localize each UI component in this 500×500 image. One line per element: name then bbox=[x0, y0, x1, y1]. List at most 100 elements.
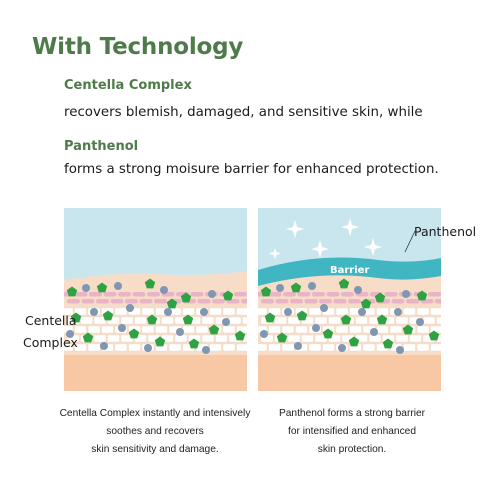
skin-cell bbox=[87, 325, 101, 334]
skin-cell bbox=[195, 325, 209, 334]
skin-cell bbox=[326, 292, 340, 297]
skin-cell bbox=[228, 316, 242, 325]
skin-cell bbox=[319, 299, 332, 304]
centella-particle-icon bbox=[338, 278, 350, 289]
skin-cell bbox=[234, 292, 247, 297]
skin-cell bbox=[287, 316, 301, 325]
skin-cell bbox=[416, 325, 430, 334]
skin-cell bbox=[275, 299, 289, 304]
skin-cell bbox=[147, 292, 160, 297]
skin-cell bbox=[314, 316, 328, 325]
skin-cell bbox=[201, 316, 215, 325]
skin-illustration bbox=[64, 208, 247, 391]
skin-cell bbox=[395, 334, 409, 343]
centella-particle-icon bbox=[82, 332, 94, 343]
barrier-label: Barrier bbox=[330, 265, 369, 276]
skin-cell bbox=[384, 292, 398, 297]
skin-cell bbox=[242, 316, 247, 325]
centella-particle-icon bbox=[296, 310, 308, 321]
panthenol-particle-icon bbox=[126, 304, 134, 312]
caption-line: Centella Complex instantly and intensive… bbox=[59, 408, 251, 419]
skin-cell bbox=[96, 299, 109, 304]
centella-particle-icon bbox=[382, 338, 394, 349]
caption-line: for intensified and enhanced bbox=[287, 426, 416, 437]
skin-cell bbox=[168, 343, 182, 352]
centella-particle-icon bbox=[146, 314, 158, 325]
panthenol-particle-icon bbox=[100, 342, 108, 350]
sparkle-icons bbox=[269, 218, 382, 259]
skin-diagram-centella bbox=[64, 208, 247, 391]
sparkle-icon bbox=[286, 220, 304, 238]
skin-cell bbox=[389, 325, 403, 334]
skin-cell bbox=[81, 299, 95, 304]
skin-cell bbox=[308, 343, 322, 352]
callout-panthenol: Panthenol bbox=[414, 224, 477, 239]
centella-particle-icon bbox=[428, 330, 440, 341]
skin-cell bbox=[74, 325, 87, 334]
centella-particle-icon bbox=[182, 314, 194, 325]
panthenol-particle-icon bbox=[276, 284, 284, 292]
skin-cell bbox=[335, 325, 349, 334]
caption-line: soothes and recovers bbox=[106, 426, 204, 437]
skin-cell bbox=[107, 334, 120, 343]
centella-particle-icon bbox=[144, 278, 156, 289]
panthenol-particle-icon bbox=[164, 308, 172, 316]
sparkle-icon bbox=[341, 218, 359, 236]
skin-cell bbox=[409, 334, 422, 343]
ingredient-desc-centella: recovers blemish, damaged, and sensitive… bbox=[64, 105, 423, 120]
skin-cell bbox=[312, 292, 325, 297]
panthenol-particle-icon bbox=[308, 282, 316, 290]
skin-cell bbox=[341, 292, 354, 297]
centella-particle-icon bbox=[260, 286, 272, 297]
skin-cell bbox=[281, 343, 295, 352]
centella-particle-icon bbox=[348, 336, 360, 347]
skin-diagram-panthenol: Barrier bbox=[258, 208, 441, 391]
centella-particle-icon bbox=[264, 312, 276, 323]
panthenol-particle-icon bbox=[144, 344, 152, 352]
centella-particle-icon bbox=[234, 330, 246, 341]
skin-cell bbox=[368, 334, 382, 343]
centella-particle-icon bbox=[416, 290, 428, 301]
centella-particle-icon bbox=[166, 298, 178, 309]
panthenol-particle-icon bbox=[82, 284, 90, 292]
caption-line: skin protection. bbox=[317, 444, 387, 455]
skin-cell bbox=[355, 316, 368, 325]
skin-cell bbox=[428, 292, 441, 297]
panthenol-particle-icon bbox=[176, 328, 184, 336]
skin-cell bbox=[114, 343, 128, 352]
skin-cell bbox=[64, 343, 74, 352]
skin-cell bbox=[261, 299, 274, 304]
panthenol-leader-line bbox=[404, 230, 416, 253]
centella-particle-icon bbox=[96, 282, 108, 293]
skin-cell bbox=[222, 343, 236, 352]
sparkle-icon bbox=[311, 240, 329, 258]
centella-particle-icon bbox=[70, 312, 82, 323]
skin-cell bbox=[406, 299, 419, 304]
skin-cell bbox=[87, 343, 101, 352]
skin-cell bbox=[349, 325, 362, 334]
panthenol-particle-icon bbox=[118, 324, 126, 332]
dermis-layer bbox=[64, 355, 247, 391]
skin-cell bbox=[295, 325, 308, 334]
skin-cell bbox=[258, 307, 268, 316]
skin-cell bbox=[74, 343, 87, 352]
skin-illustration: Barrier bbox=[258, 208, 441, 391]
skin-cell bbox=[209, 343, 222, 352]
barrier-band bbox=[258, 257, 441, 286]
panthenol-particle-icon bbox=[402, 290, 410, 298]
page-title: With Technology bbox=[32, 34, 244, 60]
skin-cell bbox=[74, 307, 87, 316]
skin-cell bbox=[222, 325, 236, 334]
caption-panthenol: Panthenol forms a strong barrier for int… bbox=[246, 405, 458, 459]
skin-cell bbox=[114, 307, 128, 316]
panthenol-particle-icon bbox=[338, 344, 346, 352]
skin-cell bbox=[430, 343, 441, 352]
panthenol-particle-icon bbox=[114, 282, 122, 290]
skin-cell bbox=[403, 307, 416, 316]
centella-particle-icon bbox=[66, 286, 78, 297]
skin-cell bbox=[101, 325, 114, 334]
panthenol-particle-icon bbox=[208, 290, 216, 298]
skin-cell bbox=[416, 343, 430, 352]
panthenol-particle-icon bbox=[66, 330, 74, 338]
caption-line: skin sensitivity and damage. bbox=[91, 444, 219, 455]
